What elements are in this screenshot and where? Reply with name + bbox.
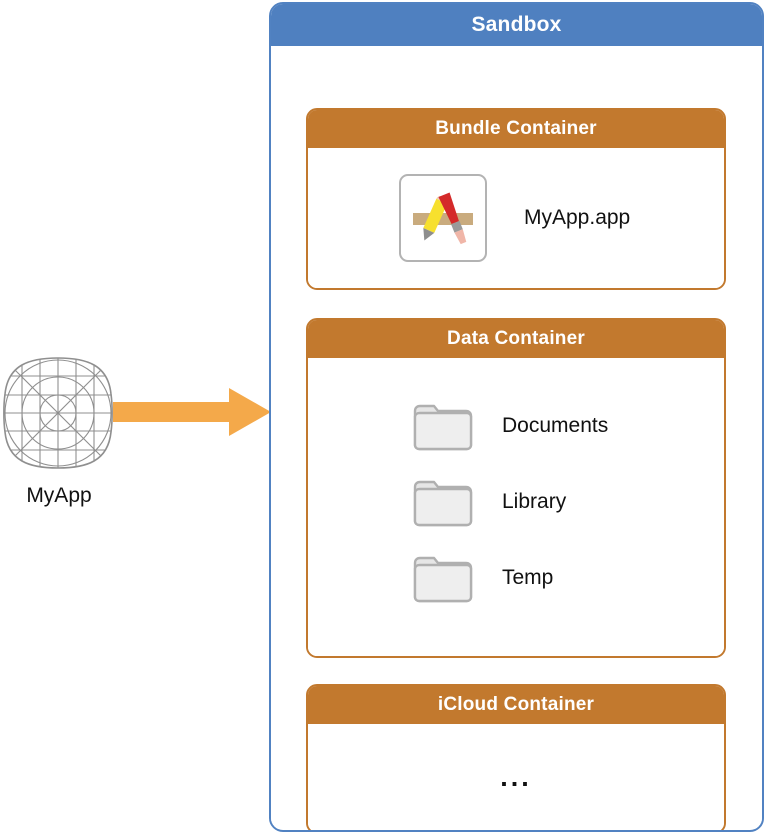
data-container-body: Documents Library: [308, 358, 724, 656]
folder-label: Documents: [502, 414, 609, 437]
folder-icon: [412, 400, 474, 452]
bundle-container-card: Bundle Container: [306, 108, 726, 290]
bundle-container-body: MyApp.app: [308, 148, 724, 288]
xcode-app-icon: [399, 174, 487, 262]
right-arrow-icon: [113, 386, 273, 438]
icloud-container-title: iCloud Container: [308, 686, 724, 724]
data-container-card: Data Container Documents: [306, 318, 726, 658]
sandbox-box: Sandbox Bundle Container: [269, 2, 764, 832]
list-item[interactable]: Library: [308, 464, 724, 540]
sandbox-title: Sandbox: [271, 4, 762, 46]
source-app-label: MyApp: [26, 484, 92, 507]
icloud-container-card: iCloud Container ...: [306, 684, 726, 830]
list-item[interactable]: MyApp.app: [308, 148, 724, 288]
app-template-grid-icon: [3, 357, 113, 469]
source-app-panel: MyApp: [0, 0, 271, 834]
bundle-item-label: MyApp.app: [524, 206, 631, 229]
folder-label: Library: [502, 490, 567, 513]
list-item[interactable]: Temp: [308, 540, 724, 616]
icloud-container-body: ...: [308, 724, 724, 830]
folder-icon: [412, 552, 474, 604]
data-container-title: Data Container: [308, 320, 724, 358]
folder-list: Documents Library: [308, 388, 724, 616]
ellipsis-icon: ...: [500, 761, 532, 792]
folder-label: Temp: [502, 566, 554, 589]
bundle-container-title: Bundle Container: [308, 110, 724, 148]
folder-icon: [412, 476, 474, 528]
sandbox-body: Bundle Container: [271, 46, 762, 830]
list-item[interactable]: Documents: [308, 388, 724, 464]
